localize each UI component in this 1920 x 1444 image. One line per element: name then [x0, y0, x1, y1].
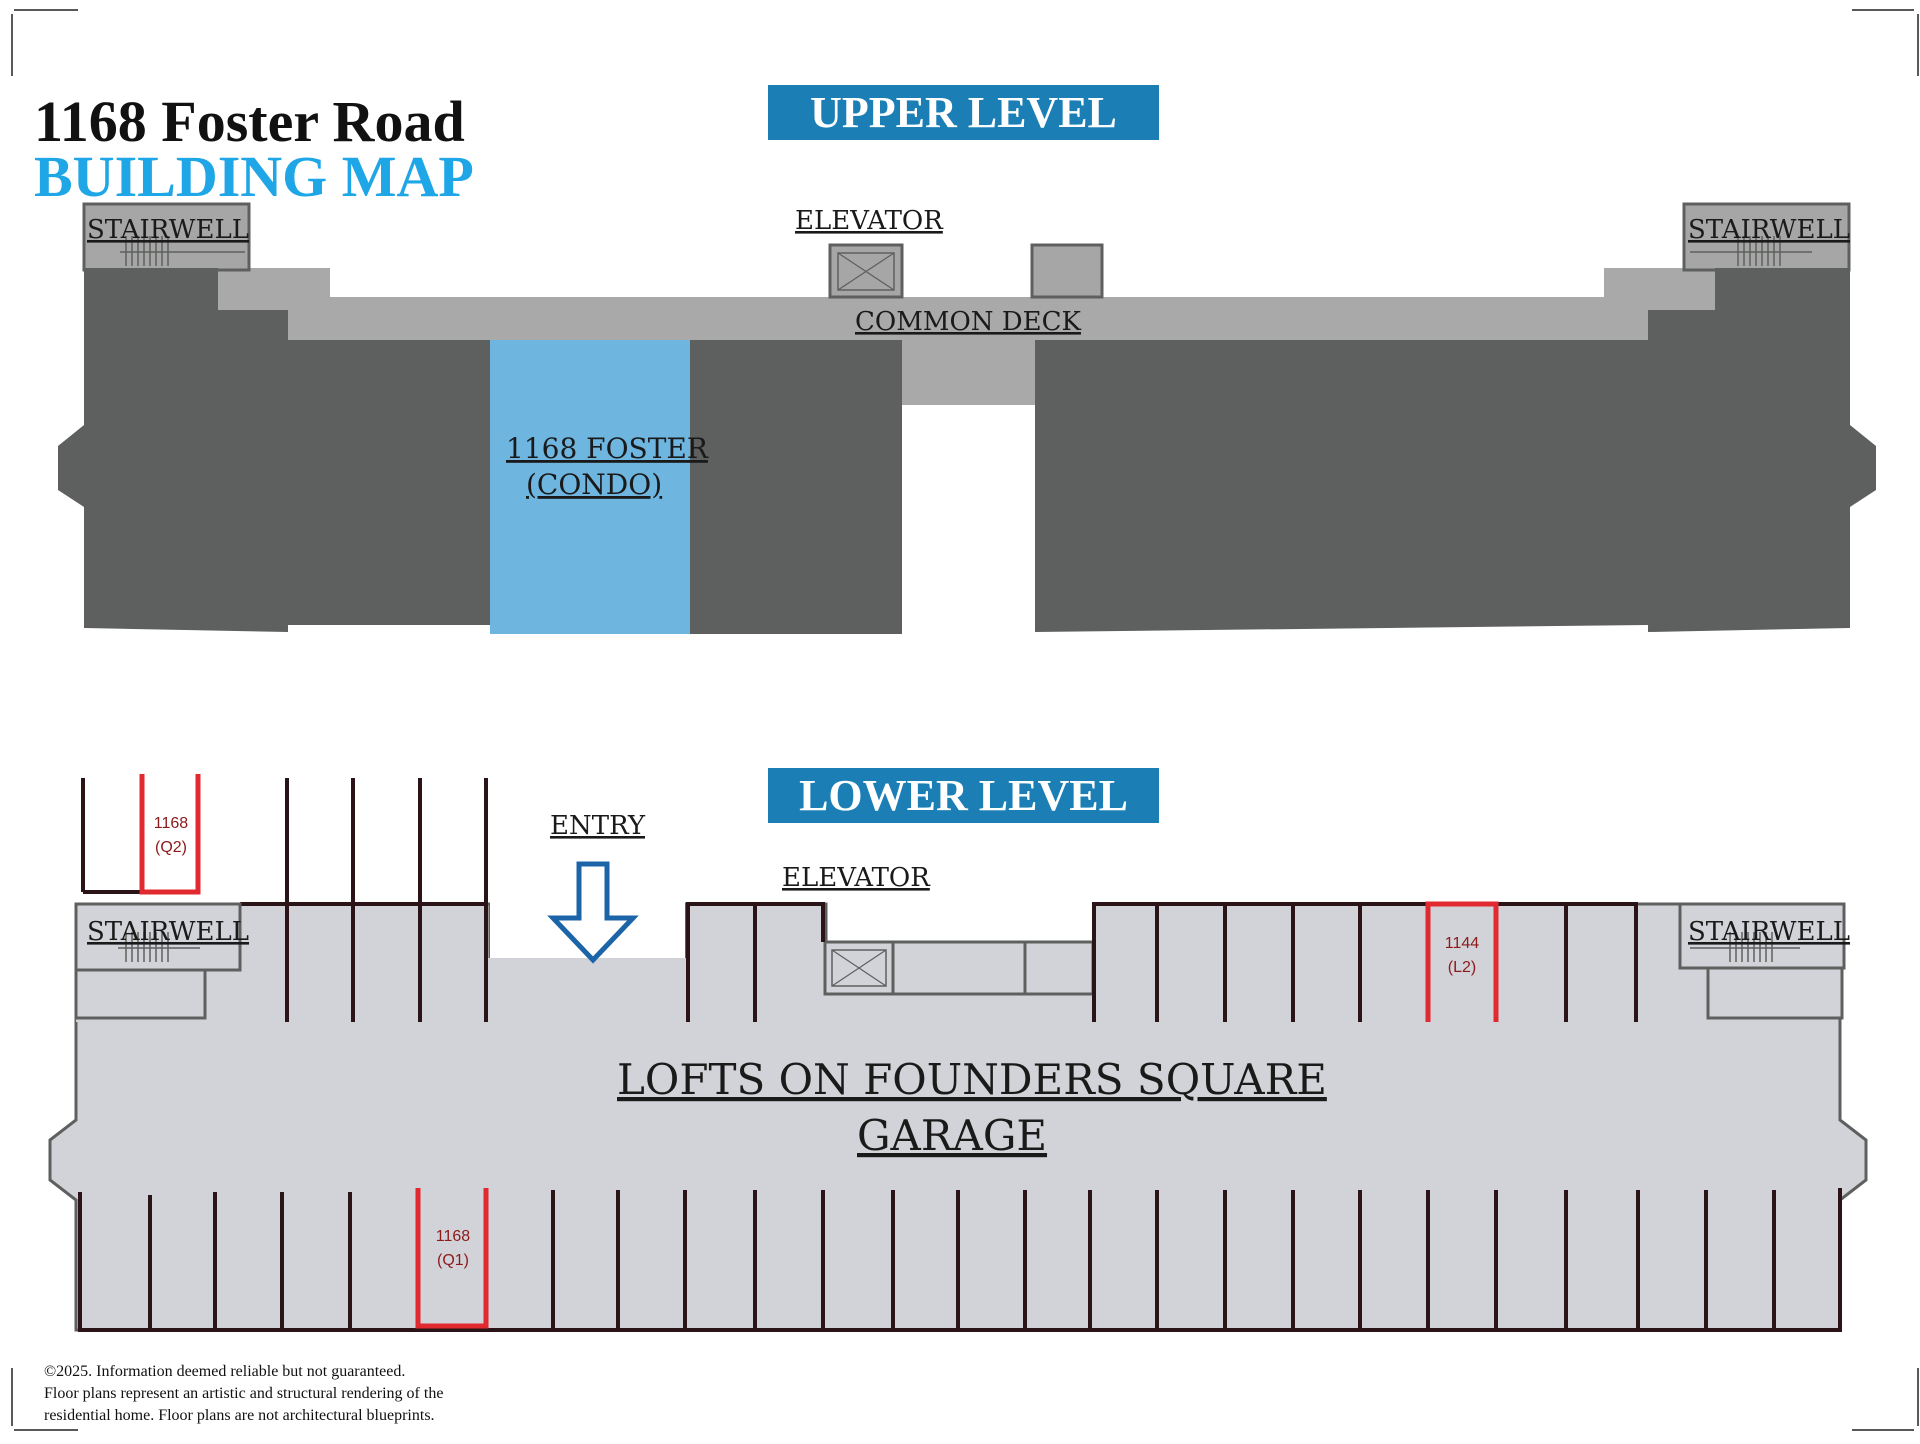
- utility-room-upper: [1030, 243, 1104, 299]
- parking-space-q2-outline: [139, 774, 201, 895]
- parking-space-l2-number: 1144: [1445, 935, 1480, 952]
- disclaimer-line-2: Floor plans represent an artistic and st…: [44, 1385, 444, 1402]
- stairwell-right-lower-label: STAIRWELL: [1688, 917, 1850, 947]
- parking-space-q2-number: 1168: [154, 815, 189, 832]
- upper-units-west: [58, 268, 490, 632]
- north-center-stalls: [686, 902, 825, 1022]
- stairwell-right-lower: [1678, 902, 1846, 970]
- stairs-right-upper: [1690, 236, 1812, 266]
- stairs-right-lower: [1690, 932, 1800, 962]
- parking-space-q1-number: 1168: [436, 1228, 471, 1245]
- disclaimer: ©2025. Information deemed reliable but n…: [44, 1361, 443, 1427]
- parking-space-l2-outline: [1425, 901, 1499, 1022]
- stairwell-right-upper-label: STAIRWELL: [1688, 215, 1850, 245]
- upper-level-banner: UPPER LEVEL: [768, 85, 1159, 140]
- entry-arrow-icon: [547, 861, 639, 964]
- service-room-lower-1: [891, 940, 1027, 996]
- page-subtitle: BUILDING MAP: [34, 144, 474, 209]
- condo-label-line1: 1168 FOSTER: [506, 432, 709, 465]
- south-stalls: [78, 1188, 1842, 1332]
- upper-level-plan: [58, 202, 1876, 634]
- service-room-lower-2: [1023, 940, 1095, 996]
- parking-space-q1-code: (Q1): [437, 1252, 469, 1269]
- parking-space-l2-code: (L2): [1448, 959, 1476, 976]
- stairwell-left-upper: [82, 202, 251, 272]
- stairs-left-upper: [120, 236, 245, 266]
- elevator-car-upper: [837, 252, 895, 291]
- parking-space-q1-outline: [415, 1188, 489, 1329]
- lower-level-plan: [48, 774, 1868, 1332]
- upper-units-center: [690, 340, 902, 634]
- common-deck-area: [218, 268, 1715, 405]
- crop-marks: [11, 9, 1919, 1431]
- stairwell-left-lower-label: STAIRWELL: [87, 917, 249, 947]
- condo-label-line2: (CONDO): [526, 468, 662, 501]
- condo-1168-foster: [490, 340, 690, 634]
- stairs-left-lower: [118, 932, 200, 962]
- elevator-lower-label: ELEVATOR: [782, 863, 931, 893]
- stairwell-left-lower: [74, 902, 242, 972]
- garage-label-line1: LOFTS ON FOUNDERS SQUARE: [617, 1055, 1327, 1104]
- parking-space-q2-code: (Q2): [155, 839, 187, 856]
- elevator-upper-label: ELEVATOR: [795, 206, 944, 236]
- stairwell-left-upper-label: STAIRWELL: [87, 215, 249, 245]
- lower-level-banner: LOWER LEVEL: [768, 768, 1159, 823]
- common-deck-label: COMMON DECK: [855, 307, 1082, 337]
- north-west-stalls: [81, 778, 488, 1022]
- disclaimer-line-1: ©2025. Information deemed reliable but n…: [44, 1363, 406, 1380]
- page-title: 1168 Foster Road: [34, 89, 465, 154]
- upper-units-east: [1035, 268, 1876, 632]
- disclaimer-line-3: residential home. Floor plans are not ar…: [44, 1407, 435, 1424]
- stairwell-right-upper: [1682, 202, 1851, 272]
- entry-label: ENTRY: [550, 811, 646, 841]
- garage-label-line2: GARAGE: [857, 1111, 1047, 1160]
